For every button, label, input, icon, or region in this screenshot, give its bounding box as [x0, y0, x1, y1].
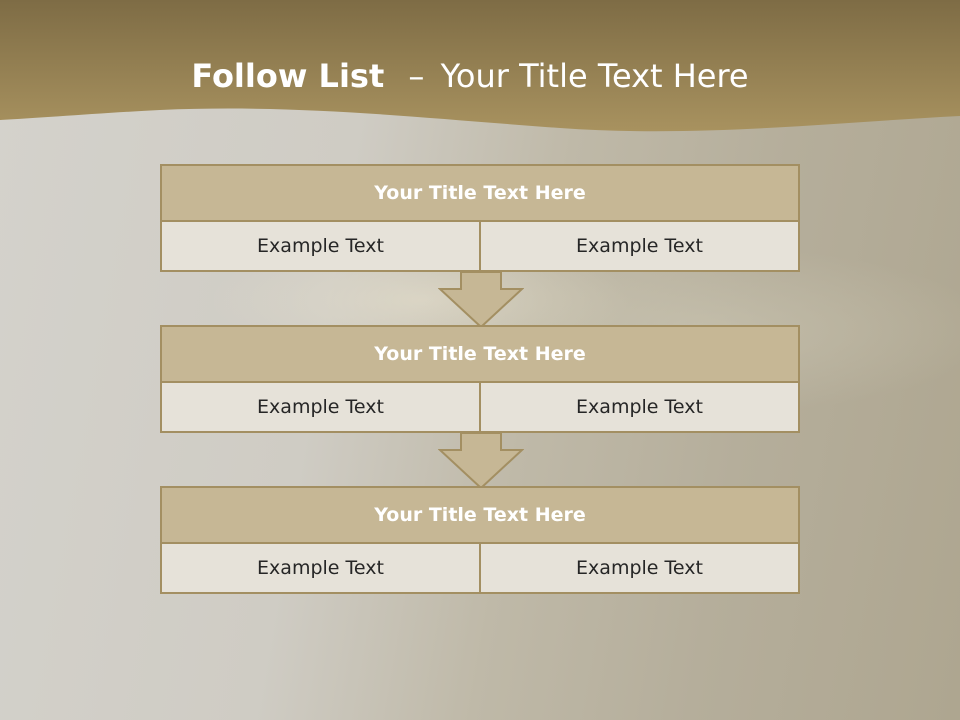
slide-title: Follow List – Your Title Text Here — [0, 52, 940, 100]
block-title: Your Title Text Here — [162, 488, 798, 544]
list-block-2: Your Title Text Here Example Text Exampl… — [160, 325, 800, 433]
block-cell-right: Example Text — [479, 222, 798, 270]
block-cell-right: Example Text — [479, 544, 798, 592]
list-block-1: Your Title Text Here Example Text Exampl… — [160, 164, 800, 272]
list-block-3: Your Title Text Here Example Text Exampl… — [160, 486, 800, 594]
block-cell-left: Example Text — [162, 383, 479, 431]
block-row: Example Text Example Text — [162, 544, 798, 592]
title-separator: – — [408, 57, 425, 95]
block-title: Your Title Text Here — [162, 327, 798, 383]
block-cell-left: Example Text — [162, 544, 479, 592]
block-row: Example Text Example Text — [162, 383, 798, 431]
title-rest-part: Your Title Text Here — [440, 57, 749, 95]
block-row: Example Text Example Text — [162, 222, 798, 270]
title-bold-part: Follow List — [191, 57, 385, 95]
down-arrow-icon — [438, 432, 524, 490]
block-cell-right: Example Text — [479, 383, 798, 431]
block-cell-left: Example Text — [162, 222, 479, 270]
down-arrow-icon — [438, 271, 524, 329]
block-title: Your Title Text Here — [162, 166, 798, 222]
header-band — [0, 0, 960, 132]
